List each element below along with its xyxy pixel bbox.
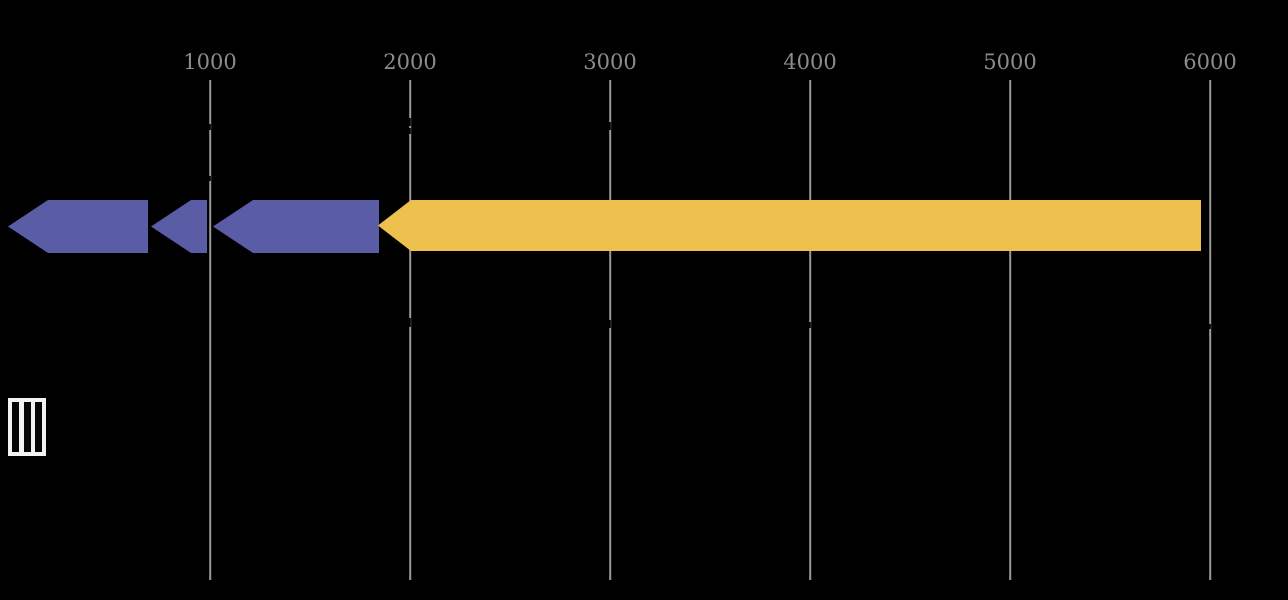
arrow-shape-left bbox=[151, 200, 207, 253]
feature-purple-arrow-2[interactable] bbox=[151, 200, 207, 253]
arrow-shape-left bbox=[8, 200, 148, 253]
gridline-4000 bbox=[809, 80, 811, 580]
gridline-break bbox=[1208, 324, 1212, 329]
axis-tick-label-6000: 6000 bbox=[1183, 50, 1237, 74]
gridline-5000 bbox=[1009, 80, 1011, 580]
gridline-break bbox=[408, 318, 412, 327]
axis-tick-label-1000: 1000 bbox=[183, 50, 237, 74]
gridline-2000 bbox=[409, 80, 411, 580]
feature-purple-arrow-3[interactable] bbox=[213, 200, 379, 253]
gridline-3000 bbox=[609, 80, 611, 580]
arrow-shape-left bbox=[213, 200, 379, 253]
gridline-break bbox=[208, 124, 212, 130]
gridline-break bbox=[608, 122, 612, 130]
axis-tick-label-4000: 4000 bbox=[783, 50, 837, 74]
feature-yellow-arrow-1[interactable] bbox=[378, 200, 1201, 251]
gridline-break bbox=[208, 176, 212, 181]
axis-tick-label-3000: 3000 bbox=[583, 50, 637, 74]
gridline-break bbox=[808, 322, 812, 328]
gridline-break bbox=[408, 118, 412, 126]
axis-tick-label-2000: 2000 bbox=[383, 50, 437, 74]
marker-stripe bbox=[12, 402, 19, 452]
gridline-break bbox=[608, 320, 612, 328]
striped-block-marker-icon[interactable] bbox=[8, 398, 46, 456]
arrow-shape-left bbox=[378, 200, 1201, 251]
marker-stripe bbox=[35, 402, 42, 452]
marker-stripes bbox=[12, 402, 42, 452]
gridline-6000 bbox=[1209, 80, 1211, 580]
marker-stripe bbox=[23, 402, 31, 452]
gridline-break bbox=[408, 128, 412, 134]
gridline-1000 bbox=[209, 80, 211, 580]
feature-purple-arrow-1[interactable] bbox=[8, 200, 148, 253]
axis-tick-label-5000: 5000 bbox=[983, 50, 1037, 74]
